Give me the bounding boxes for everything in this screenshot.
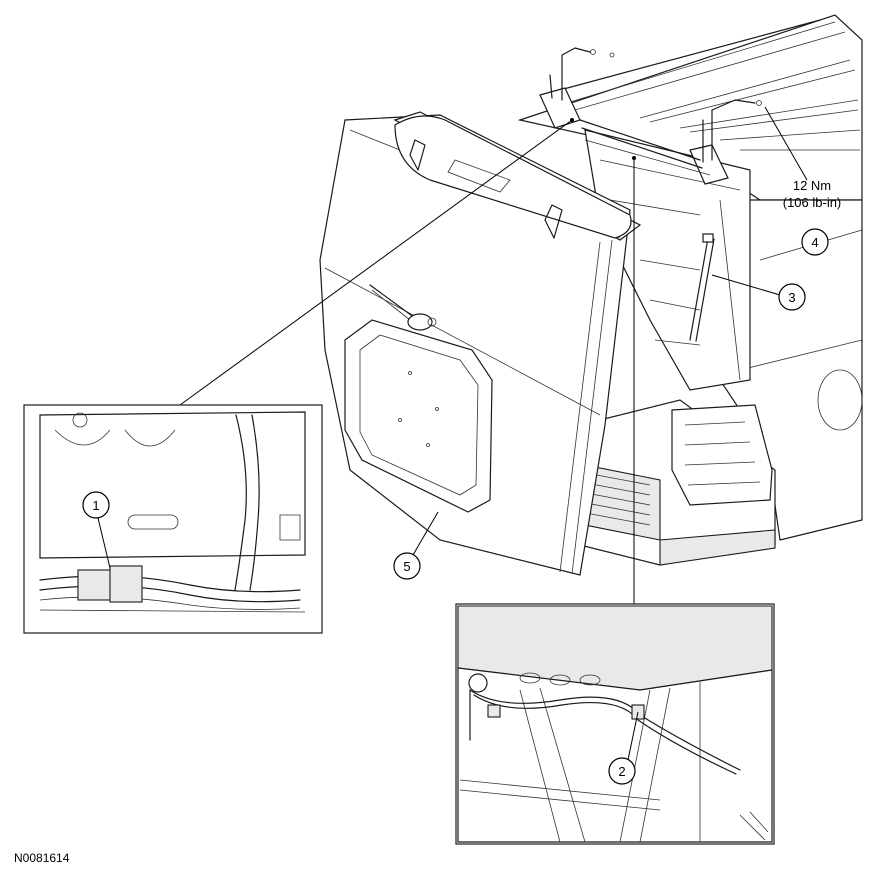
liftgate-gas-strut bbox=[689, 233, 715, 342]
detail-view-harness bbox=[455, 603, 775, 845]
hinge-bolt-right bbox=[702, 99, 762, 163]
svg-text:2: 2 bbox=[618, 764, 625, 779]
svg-text:4: 4 bbox=[811, 235, 818, 250]
callout-2: 2 bbox=[608, 711, 639, 785]
figure-id: N0081614 bbox=[14, 851, 70, 865]
tail-lamp bbox=[671, 404, 773, 506]
callout-5: 5 bbox=[393, 511, 439, 580]
callout-4: 4 bbox=[764, 106, 829, 256]
liftgate-hinges bbox=[539, 87, 729, 185]
rear-spoiler bbox=[394, 115, 632, 239]
torque-spec: 12 Nm (106 lb-in) bbox=[783, 178, 842, 210]
detail-leaders bbox=[179, 118, 636, 604]
svg-text:3: 3 bbox=[788, 290, 795, 305]
rear-wiper-arm bbox=[369, 284, 437, 331]
svg-text:1: 1 bbox=[92, 498, 99, 513]
hinge-bolt-left bbox=[549, 47, 615, 101]
torque-spec-nm: 12 Nm bbox=[793, 178, 831, 193]
license-plate-pocket bbox=[344, 319, 493, 513]
svg-text:5: 5 bbox=[403, 559, 410, 574]
callout-3: 3 bbox=[711, 274, 806, 311]
vehicle-roof bbox=[517, 14, 863, 201]
callout-1: 1 bbox=[82, 491, 111, 569]
torque-spec-lbin: (106 lb-in) bbox=[783, 195, 842, 210]
detail-view-connector bbox=[23, 404, 323, 634]
